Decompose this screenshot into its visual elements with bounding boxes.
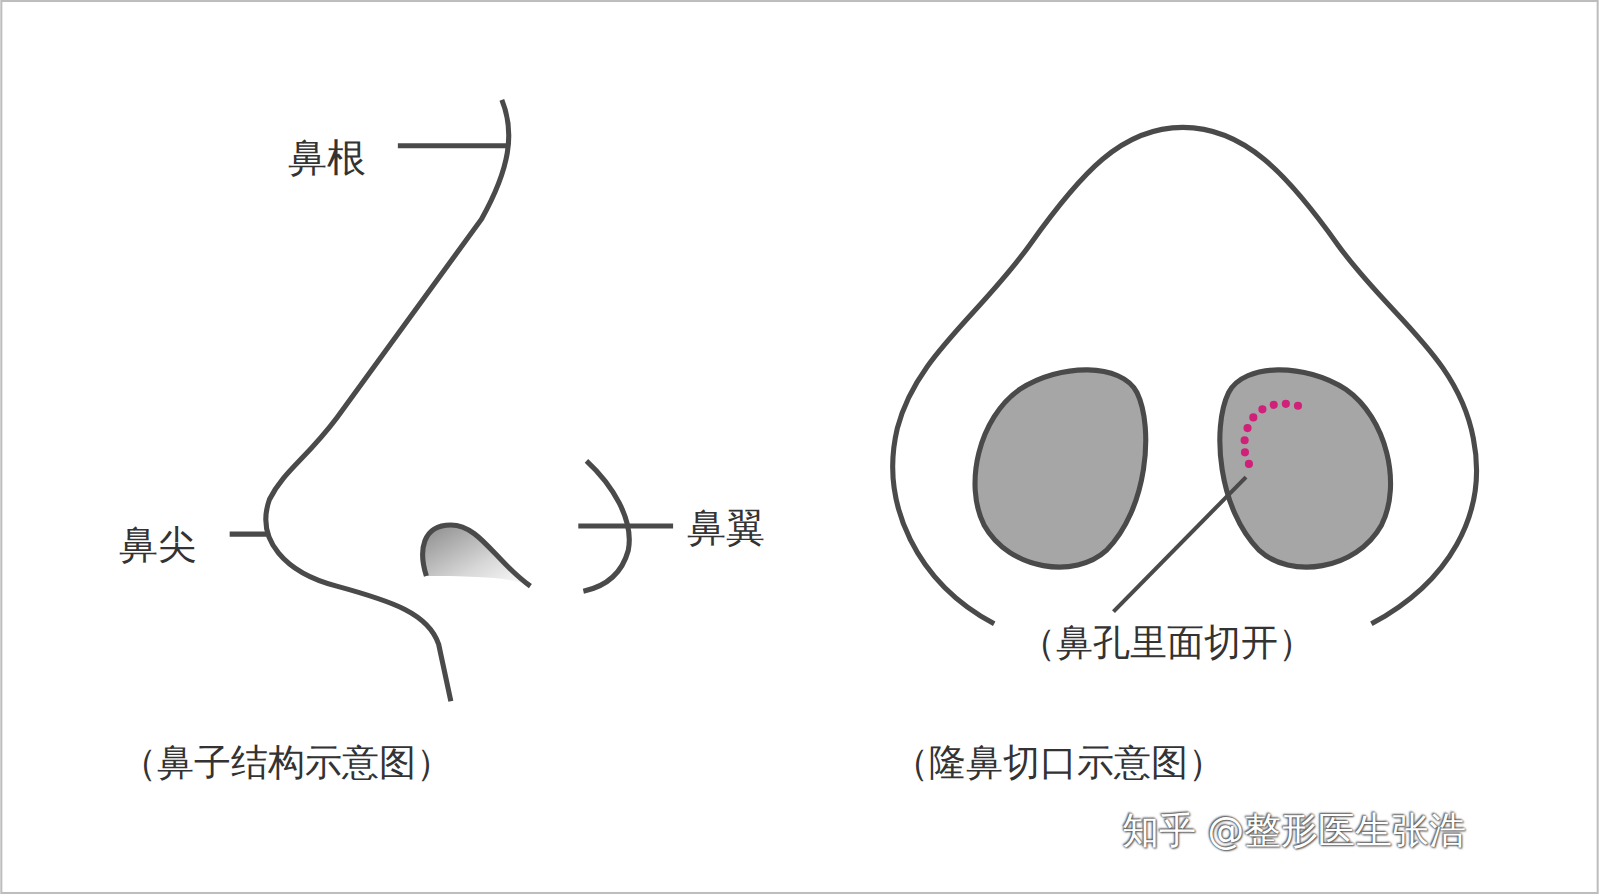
nostril-left [975, 370, 1146, 567]
nose-base-outline [893, 127, 1477, 623]
leader-line [578, 523, 673, 528]
nostril-shade [423, 525, 530, 586]
part-label: 鼻翼 [687, 507, 765, 550]
nose-profile [266, 100, 509, 701]
part-label: 鼻尖 [119, 524, 197, 567]
figure-caption: （隆鼻切口示意图） [892, 743, 1225, 783]
leader-line [398, 143, 507, 148]
watermark: 知乎 @整形医生张浩 [1122, 811, 1466, 851]
callout-label: （鼻孔里面切开） [1015, 623, 1319, 663]
nostril-outline [423, 525, 531, 586]
leader-line [230, 532, 268, 537]
nostril-right [1220, 370, 1391, 567]
part-label: 鼻根 [288, 137, 366, 180]
incision-dots [1244, 404, 1298, 469]
leader-line [1113, 477, 1246, 612]
figure-caption: （鼻子结构示意图） [120, 743, 453, 783]
